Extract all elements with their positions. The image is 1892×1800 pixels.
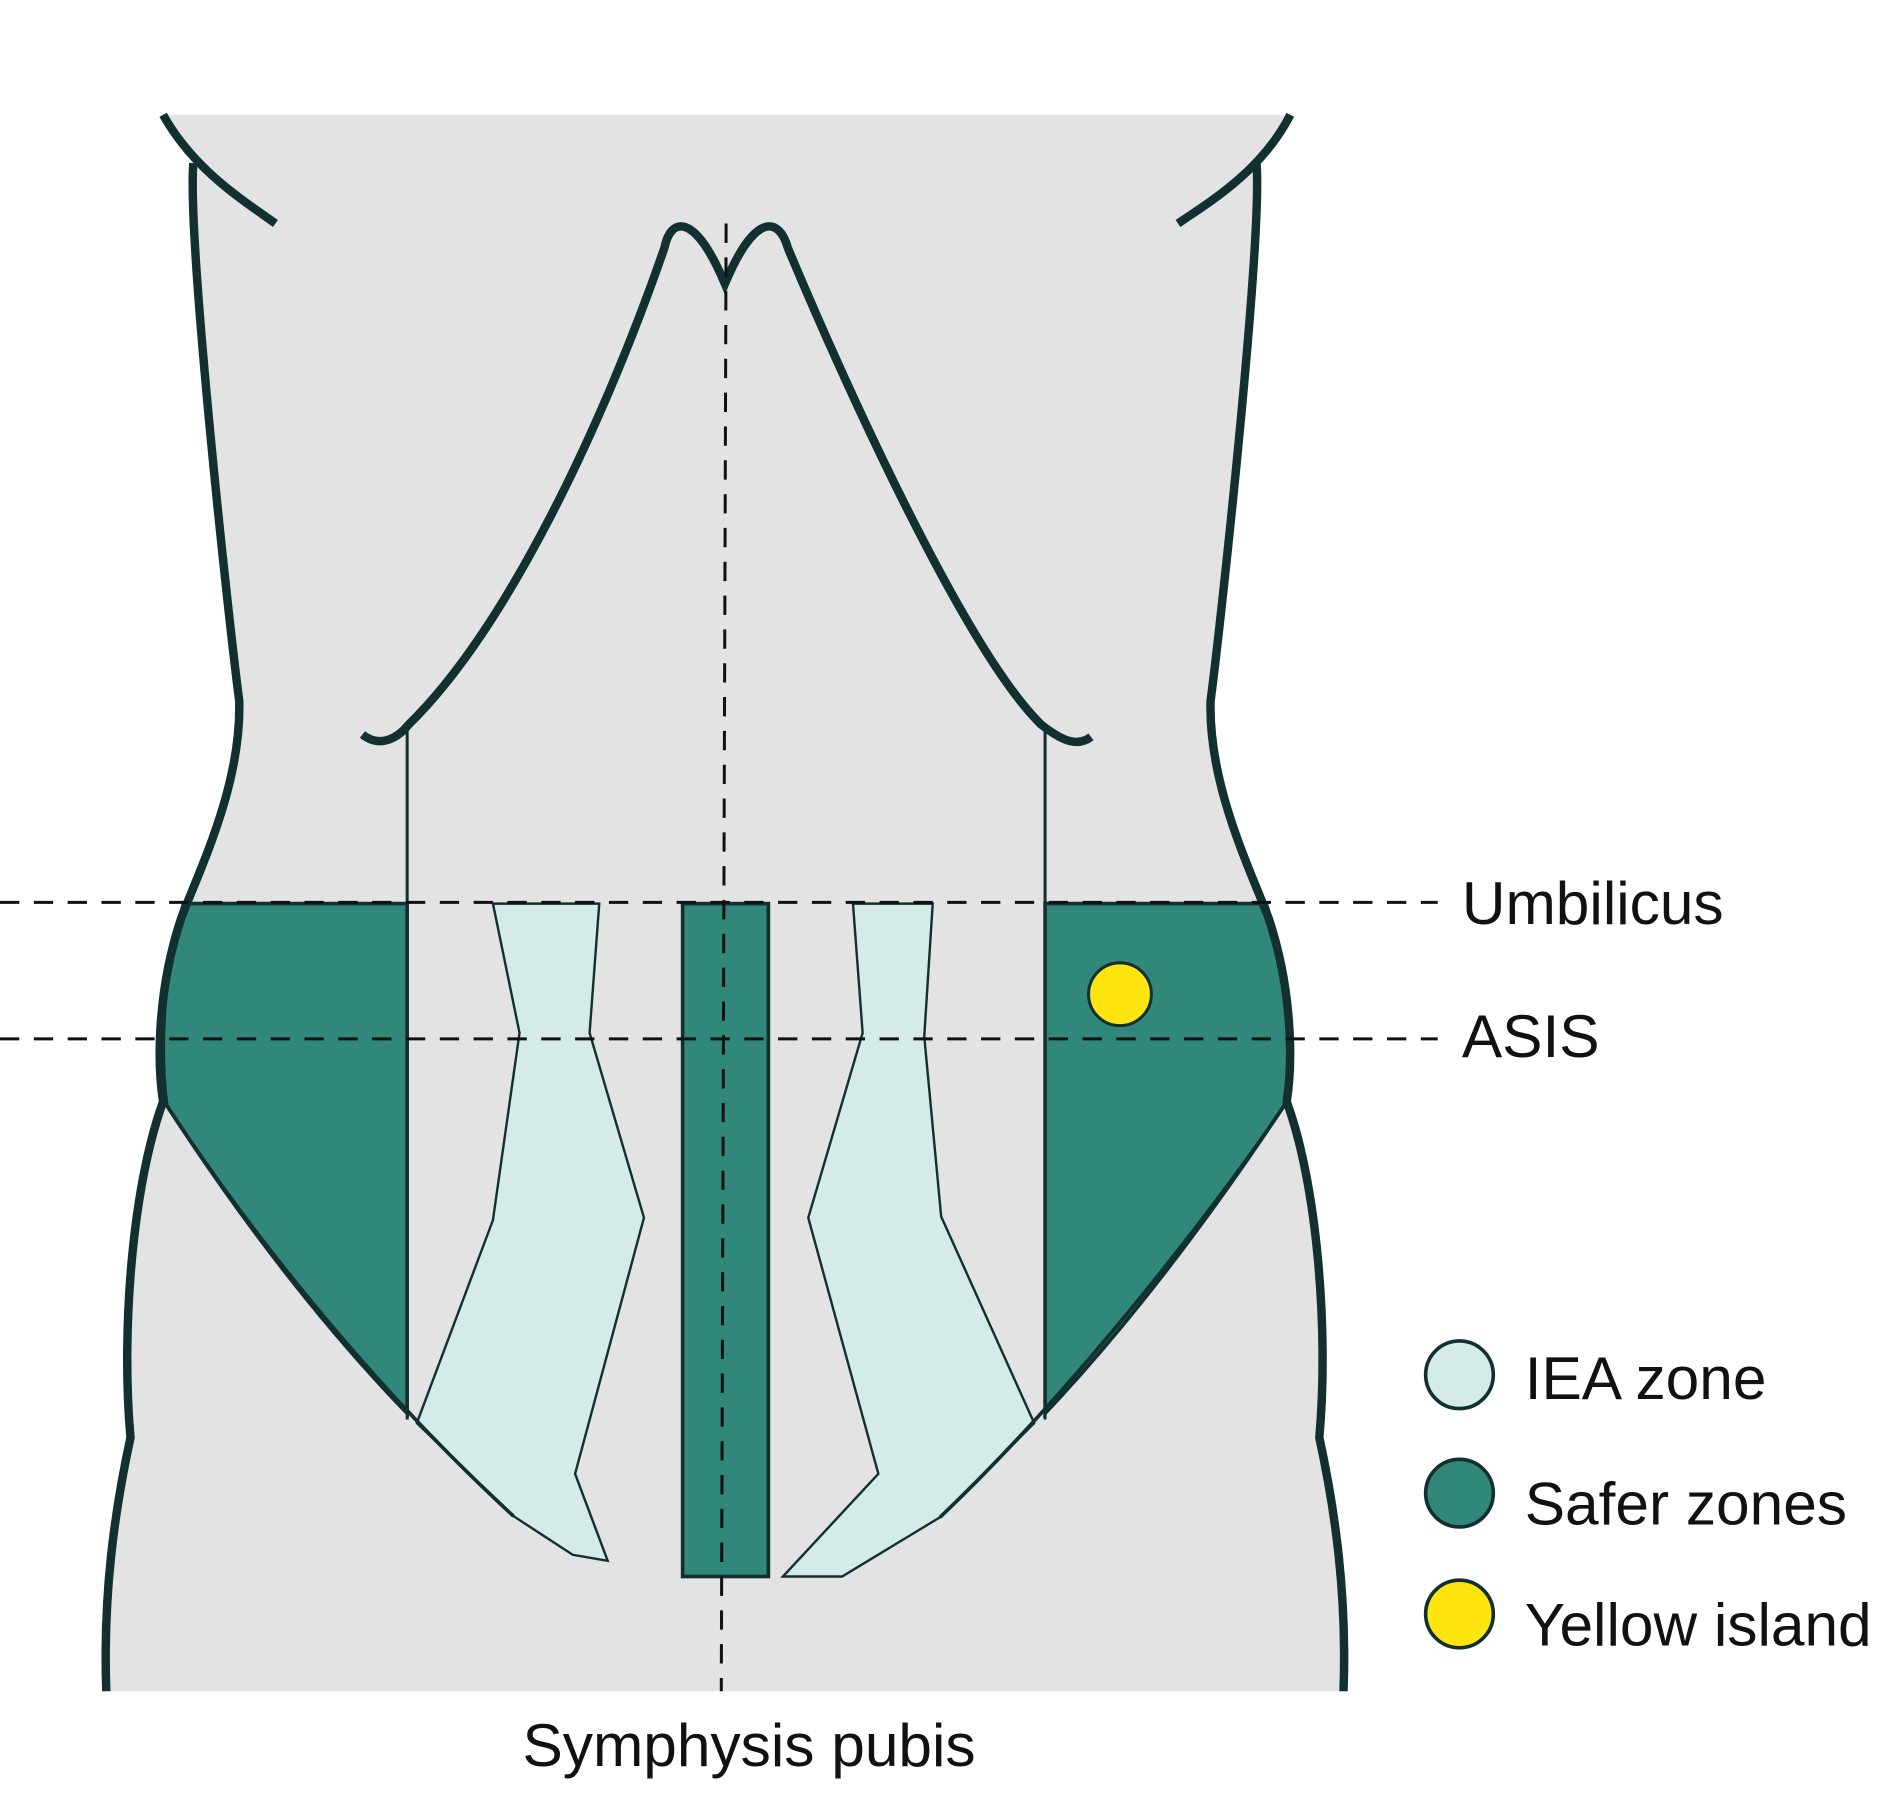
legend-yellow-swatch xyxy=(1423,1578,1496,1650)
inguinal-line-right xyxy=(938,1100,1289,1519)
body-outline-right xyxy=(1206,162,1349,1692)
midline xyxy=(719,223,728,1692)
yellow-island-marker xyxy=(1087,961,1153,1028)
symphysis-pubis-label: Symphysis pubis xyxy=(523,1711,976,1779)
body-outline-left xyxy=(101,162,244,1692)
iea-zone-left xyxy=(415,902,646,1563)
legend-safer-swatch xyxy=(1423,1457,1496,1529)
iea-zone-right xyxy=(780,902,1036,1578)
legend-iea-swatch xyxy=(1423,1339,1496,1411)
legend-safer-label: Safer zones xyxy=(1525,1470,1847,1538)
safer-zone-midline xyxy=(680,901,771,1579)
shoulder-right xyxy=(1175,112,1295,228)
shoulder-left xyxy=(159,112,278,227)
asis-label: ASIS xyxy=(1462,1002,1600,1070)
inguinal-line-left xyxy=(165,1104,515,1518)
umbilicus-label: Umbilicus xyxy=(1462,869,1724,937)
ribcage-outline xyxy=(359,222,1094,747)
legend: IEA zone Safer zones Yellow island xyxy=(1423,1339,1872,1658)
legend-iea-label: IEA zone xyxy=(1525,1344,1767,1412)
legend-yellow-label: Yellow island xyxy=(1525,1590,1872,1658)
